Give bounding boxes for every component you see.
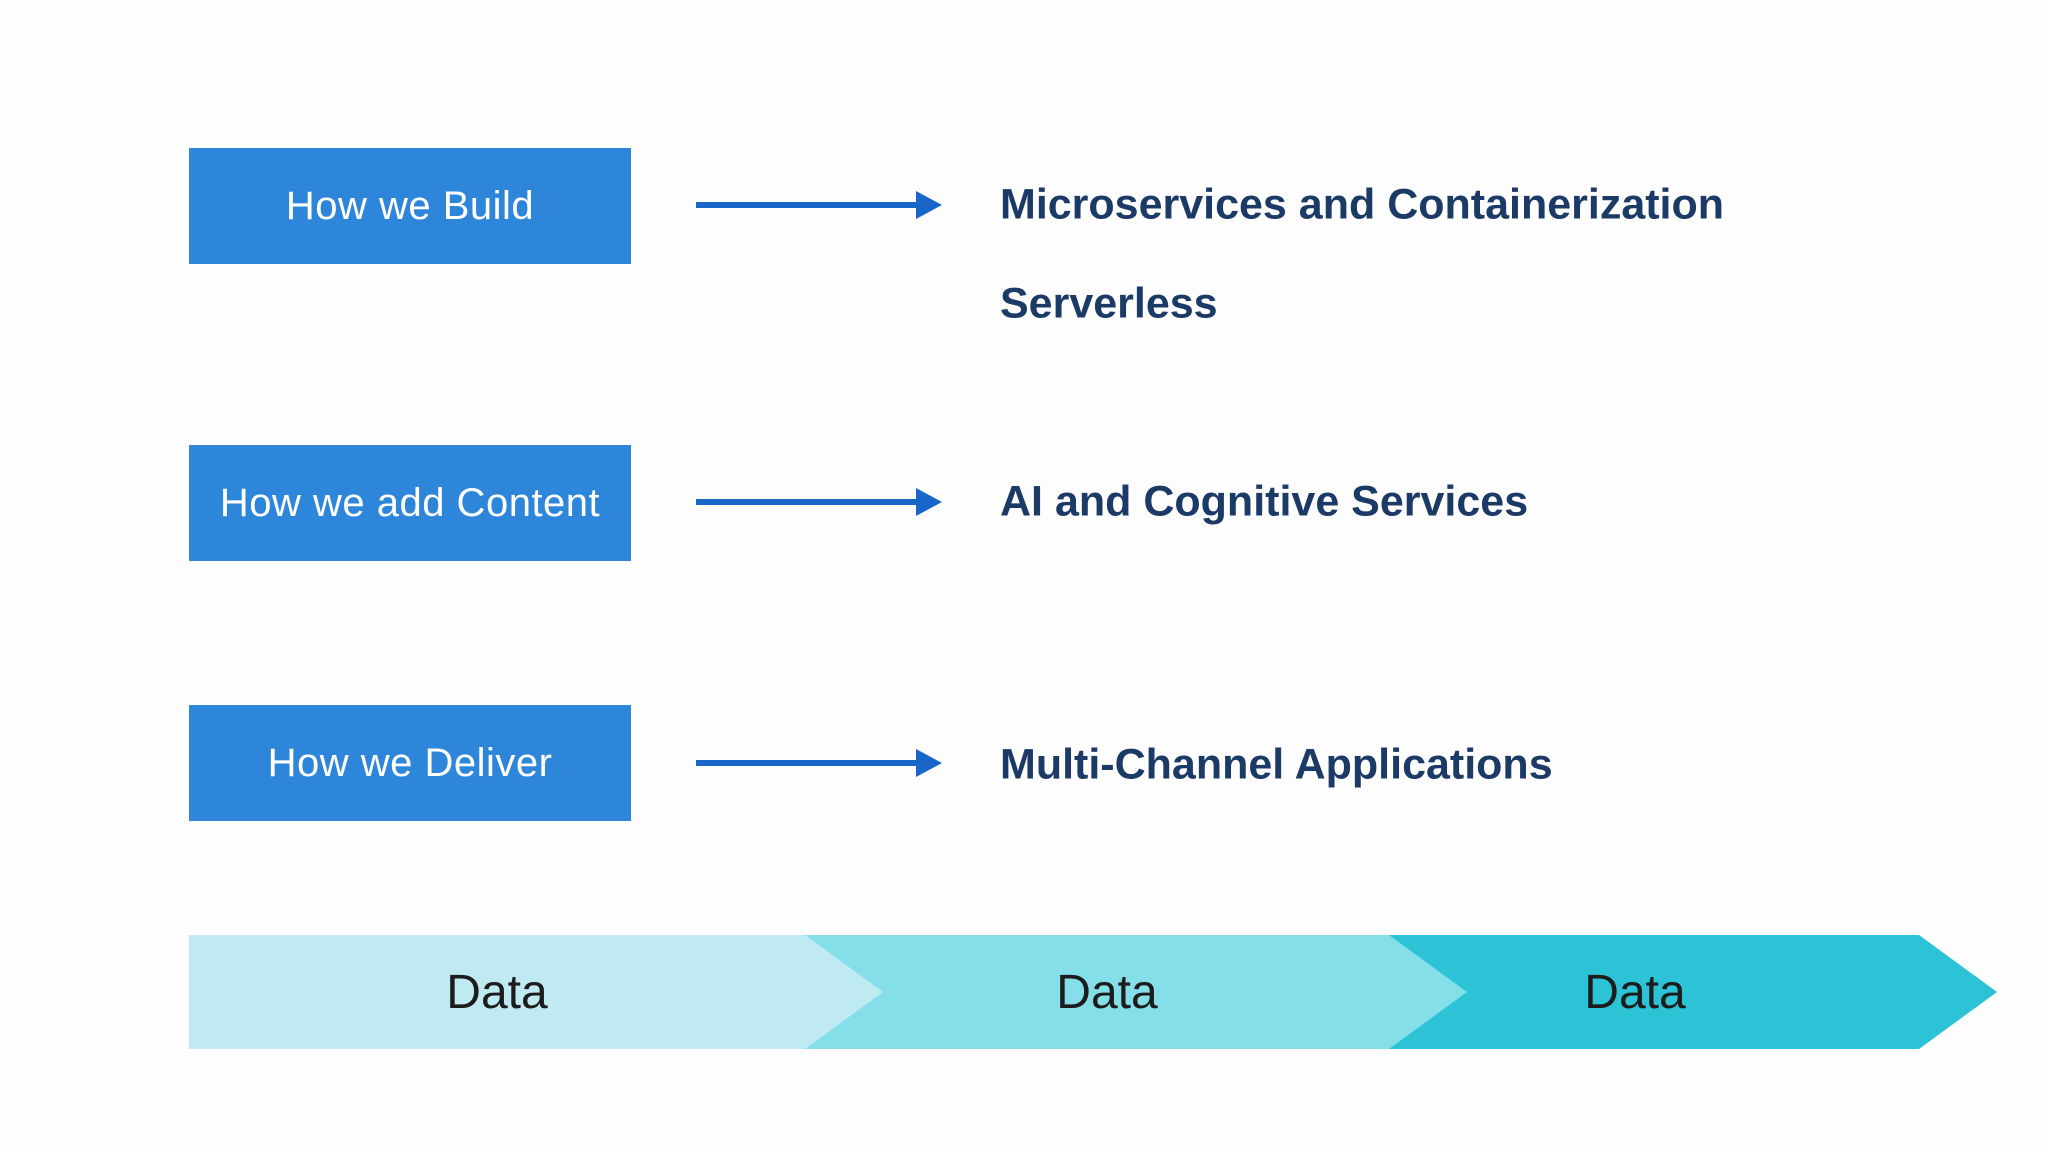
data-chevron-label: Data [446,965,548,1019]
heading-multi-channel-applications: Multi-Channel Applications [1000,740,1553,789]
arrow-head [916,488,942,516]
category-box-label: How we Build [285,183,535,228]
right-arrow-icon [696,191,942,219]
data-chevron-1: Data [189,935,883,1049]
category-box-label: How we Deliver [267,740,553,785]
heading-ai-cognitive-services: AI and Cognitive Services [1000,477,1529,526]
data-flow-bar: Data Data Data [0,935,2048,1049]
category-box-how-we-build: How we Build [189,148,631,264]
data-chevron-label: Data [1584,965,1686,1019]
heading-microservices-containerization: Microservices and Containerization [1000,180,1725,229]
arrow-shaft [696,202,922,208]
right-arrow-icon [696,488,942,516]
category-box-label: How we add Content [219,480,601,525]
right-arrow-icon [696,749,942,777]
category-box-how-we-add-content: How we add Content [189,445,631,561]
arrow-shaft [696,499,922,505]
arrow-head [916,749,942,777]
arrow-shaft [696,760,922,766]
arrow-head [916,191,942,219]
category-box-how-we-deliver: How we Deliver [189,705,631,821]
heading-serverless: Serverless [1000,279,1218,328]
data-chevron-label: Data [1056,965,1158,1019]
